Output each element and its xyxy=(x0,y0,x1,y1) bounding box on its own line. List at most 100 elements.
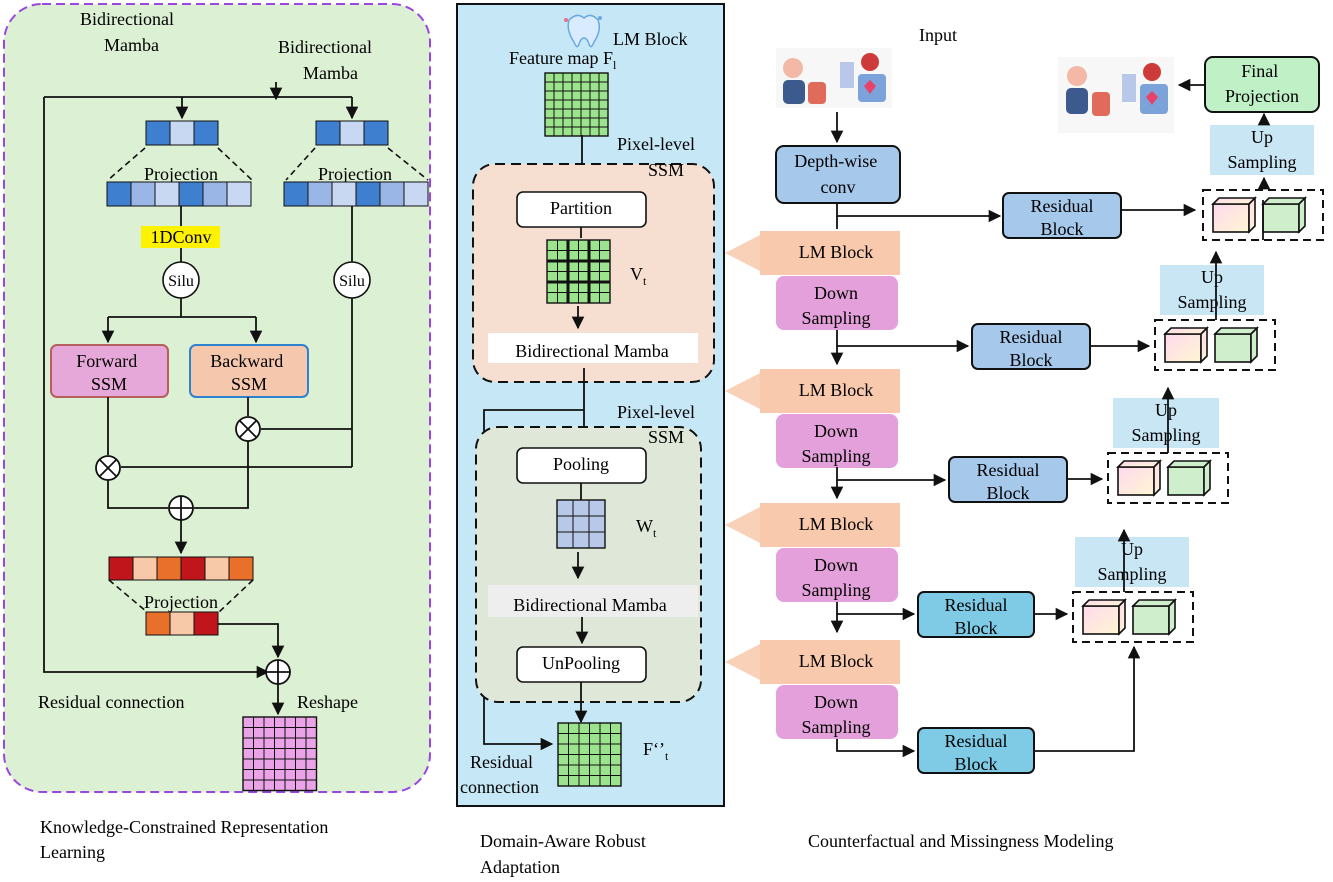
concat-group-1-cube-encoder xyxy=(1211,196,1257,234)
residual-connection-p2-label: Residual connection xyxy=(460,752,539,797)
up-sampling-1 xyxy=(1210,125,1314,175)
panel-domain-aware: LM Block Feature map Fl Pixel-level SSM … xyxy=(456,3,725,807)
flow-connector xyxy=(836,602,916,621)
down-sampling-4 xyxy=(776,685,898,739)
concat-group-4-cube-decoder xyxy=(1131,598,1177,636)
bidir-mamba-bottom-box xyxy=(488,585,698,617)
flow-connector xyxy=(1034,645,1141,752)
down-sampling-1 xyxy=(776,276,898,330)
conv-highlight xyxy=(141,226,220,248)
lm-block-4 xyxy=(760,640,900,684)
conv-label: 1DConv xyxy=(150,227,211,247)
bidir-mamba-top-label: Bidirectional Mamba xyxy=(515,341,668,361)
lm-block-arrow-icon xyxy=(725,507,760,543)
bidir-mamba-top-box xyxy=(488,333,698,363)
output-feature-grid xyxy=(557,722,622,787)
pixel-ssm-bottom-box xyxy=(475,426,702,703)
output-token-bar xyxy=(108,556,254,581)
projection-left-label: Projection xyxy=(144,164,218,184)
panel1-caption: Knowledge-Constrained Representation Lea… xyxy=(40,817,333,862)
concat-group-1 xyxy=(1202,189,1324,241)
projection-right-label: Projection xyxy=(318,164,392,184)
concat-group-1-cube-decoder xyxy=(1261,196,1307,234)
flow-connector xyxy=(836,330,970,353)
panel-knowledge-constrained: Bidirectional Mamba Bidirectional Mamba xyxy=(3,3,431,793)
panel3-caption: Counterfactual and Missingness Modeling xyxy=(808,831,1113,851)
bidir-mamba-bottom-label: Bidirectional Mamba xyxy=(513,595,666,615)
backward-ssm-label: Backward SSM xyxy=(210,351,287,394)
wt-label: Wt xyxy=(636,516,657,540)
lm-block-arrow-icon xyxy=(725,644,760,680)
lm-block-3 xyxy=(760,503,900,547)
residual-block-1 xyxy=(1002,192,1122,239)
reshape-label: Reshape xyxy=(297,692,358,712)
flow-connector xyxy=(836,203,1002,223)
feature-map-label: Feature map Fl xyxy=(509,48,617,72)
lm-block-label: LM Block xyxy=(799,242,874,262)
depthwise-conv-box xyxy=(775,145,901,204)
up-sampling-4 xyxy=(1075,537,1189,587)
reshape-output-grid xyxy=(242,716,318,792)
feature-map-grid xyxy=(544,72,609,137)
p2-lm-block-label: LM Block xyxy=(613,29,688,49)
lm-block-1 xyxy=(760,231,900,275)
down-sampling-3 xyxy=(776,548,898,602)
wt-pooled-grid xyxy=(556,499,606,549)
add-node-icon xyxy=(168,495,194,521)
concat-group-2 xyxy=(1154,319,1276,371)
projection-bottom-label: Projection xyxy=(144,592,218,612)
residual-connection-label: Residual connection xyxy=(38,692,184,712)
pixel-ssm-bottom-label: Pixel-level SSM xyxy=(617,402,699,447)
wt-grid-bg xyxy=(556,499,606,549)
concat-group-3-cube-decoder xyxy=(1166,459,1212,497)
p1-top-right-label: Bidirectional Mamba xyxy=(278,37,376,83)
output-image xyxy=(1058,57,1174,133)
panel2-caption: Domain-Aware Robust Adaptation xyxy=(480,831,650,877)
input-image xyxy=(776,48,892,108)
forward-ssm-label: Forward SSM xyxy=(76,351,142,394)
pixel-ssm-top-label: Pixel-level SSM xyxy=(617,134,699,180)
vt-label: Vt xyxy=(630,264,647,288)
silu-right-label: Silu xyxy=(339,273,365,290)
multiply-backward-icon xyxy=(235,416,261,442)
feature-grid-bg xyxy=(544,72,609,137)
panel-counterfactual: Input Depth-wise conv Final Projection R… xyxy=(725,25,1324,774)
vt-partition-grid xyxy=(546,239,611,304)
final-projection-label: Final Projection xyxy=(1225,61,1299,106)
right-token-bar xyxy=(315,120,389,146)
lm-block-label: LM Block xyxy=(799,380,874,400)
left-wide-token-bar xyxy=(106,181,252,207)
unpooling-label: UnPooling xyxy=(542,653,620,673)
input-label: Input xyxy=(919,25,957,45)
lm-block-label: LM Block xyxy=(799,514,874,534)
partition-label: Partition xyxy=(550,198,612,218)
lm-block-arrow-icon xyxy=(725,373,760,409)
projected-token-bar xyxy=(145,611,219,636)
concat-group-3-cube-encoder xyxy=(1116,459,1162,497)
left-token-bar xyxy=(145,120,219,146)
up-sampling-3 xyxy=(1113,398,1219,448)
residual-add-icon xyxy=(265,659,291,685)
multiply-forward-icon xyxy=(95,455,121,481)
silu-left-label: Silu xyxy=(168,273,194,290)
depthwise-conv-label: Depth-wise conv xyxy=(794,151,881,197)
reshape-grid-bg xyxy=(242,716,318,792)
concat-group-4-cube-encoder xyxy=(1081,598,1127,636)
pooling-label: Pooling xyxy=(553,454,609,474)
backward-ssm-box xyxy=(189,344,309,398)
tooth-icon xyxy=(564,14,602,48)
f-out-label: F‘’t xyxy=(643,739,669,763)
lm-block-arrow-icon xyxy=(725,235,760,271)
